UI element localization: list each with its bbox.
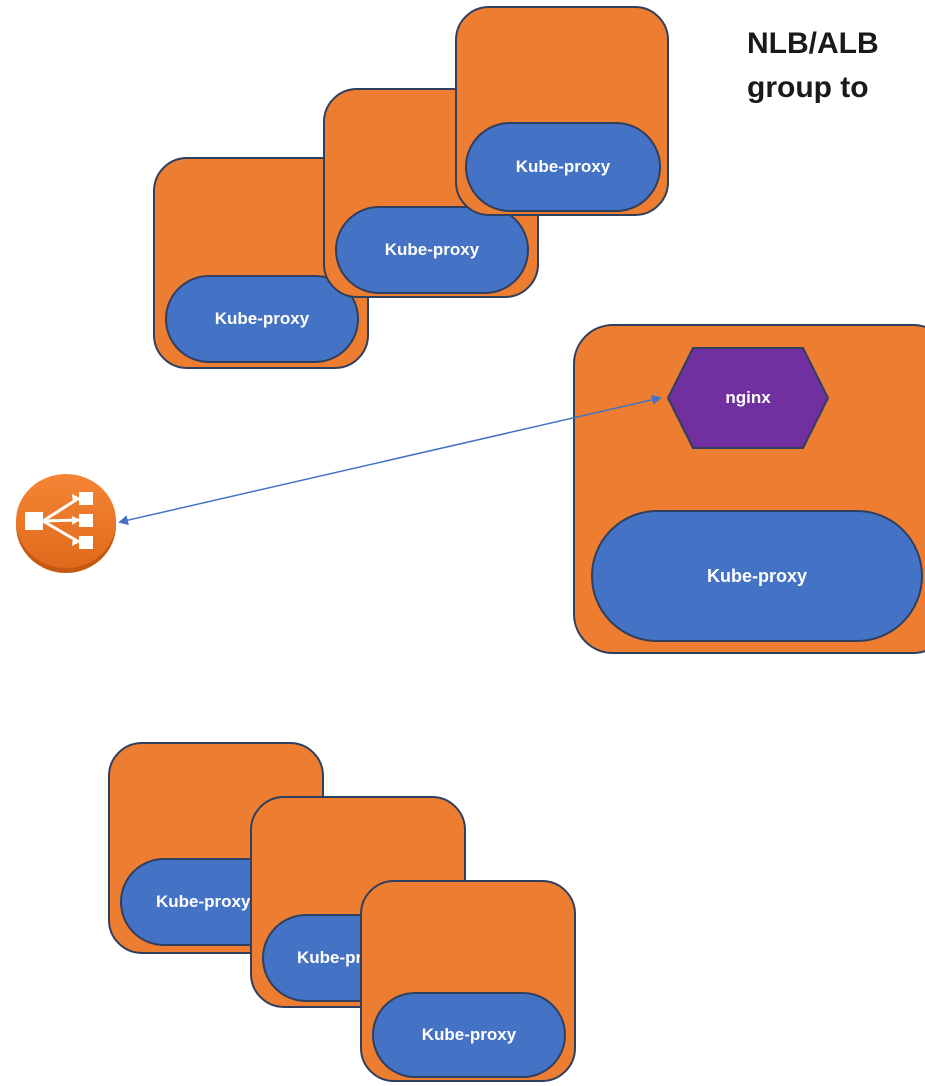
kube-proxy: Kube-proxy [165,275,359,363]
diagram-title: NLB/ALB group to [747,22,879,110]
kube-proxy: Kube-proxy [372,992,566,1078]
worker-node-bottom-3: Kube-proxy [360,880,576,1082]
connection-arrow [118,394,662,526]
title-line-2: group to [747,71,869,104]
load-balancer-icon [16,474,116,573]
title-line-1: NLB/ALB [747,27,879,60]
worker-node-top-3: Kube-proxy [455,6,669,216]
nginx-pod-label: nginx [725,388,771,407]
kube-proxy: Kube-proxy [591,510,923,642]
kube-proxy: Kube-proxy [335,206,529,294]
kube-proxy: Kube-proxy [465,122,661,212]
nginx-pod-hexagon [666,347,830,449]
